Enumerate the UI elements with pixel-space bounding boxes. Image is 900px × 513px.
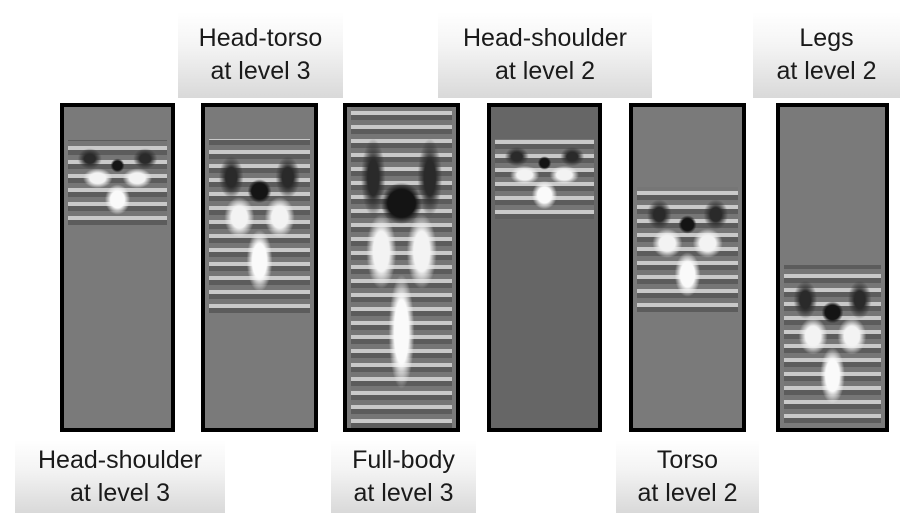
part-filter-head-torso <box>209 139 310 313</box>
label-torso-level-2: Torso at level 2 <box>616 440 759 513</box>
filter-panel-torso-level-2 <box>629 103 746 432</box>
filter-panel-head-shoulder-level-2 <box>487 103 602 432</box>
filter-panel-head-shoulder-level-3 <box>60 103 175 432</box>
filter-panel-full-body-level-3 <box>343 103 460 432</box>
label-line-2: at level 2 <box>616 477 759 510</box>
label-line-1: Full-body <box>331 444 476 477</box>
label-line-2: at level 2 <box>438 55 652 88</box>
label-full-body-level-3: Full-body at level 3 <box>331 440 476 513</box>
label-head-torso-level-3: Head-torso at level 3 <box>178 12 343 98</box>
label-line-2: at level 3 <box>178 55 343 88</box>
part-filter-head-shoulder <box>68 140 167 225</box>
part-filter-full-body <box>351 107 452 428</box>
part-filter-legs <box>784 265 881 423</box>
label-line-1: Head-shoulder <box>438 22 652 55</box>
label-line-1: Head-shoulder <box>15 444 225 477</box>
label-line-2: at level 2 <box>753 55 900 88</box>
filter-panel-head-torso-level-3 <box>201 103 318 432</box>
filter-panel-legs-level-2 <box>776 103 889 432</box>
label-head-shoulder-level-2: Head-shoulder at level 2 <box>438 12 652 98</box>
label-line-1: Torso <box>616 444 759 477</box>
label-line-1: Head-torso <box>178 22 343 55</box>
label-line-2: at level 3 <box>15 477 225 510</box>
part-filter-head-shoulder <box>495 139 594 219</box>
label-line-2: at level 3 <box>331 477 476 510</box>
label-line-1: Legs <box>753 22 900 55</box>
part-filter-torso <box>637 187 738 312</box>
label-legs-level-2: Legs at level 2 <box>753 12 900 98</box>
label-head-shoulder-level-3: Head-shoulder at level 3 <box>15 440 225 513</box>
